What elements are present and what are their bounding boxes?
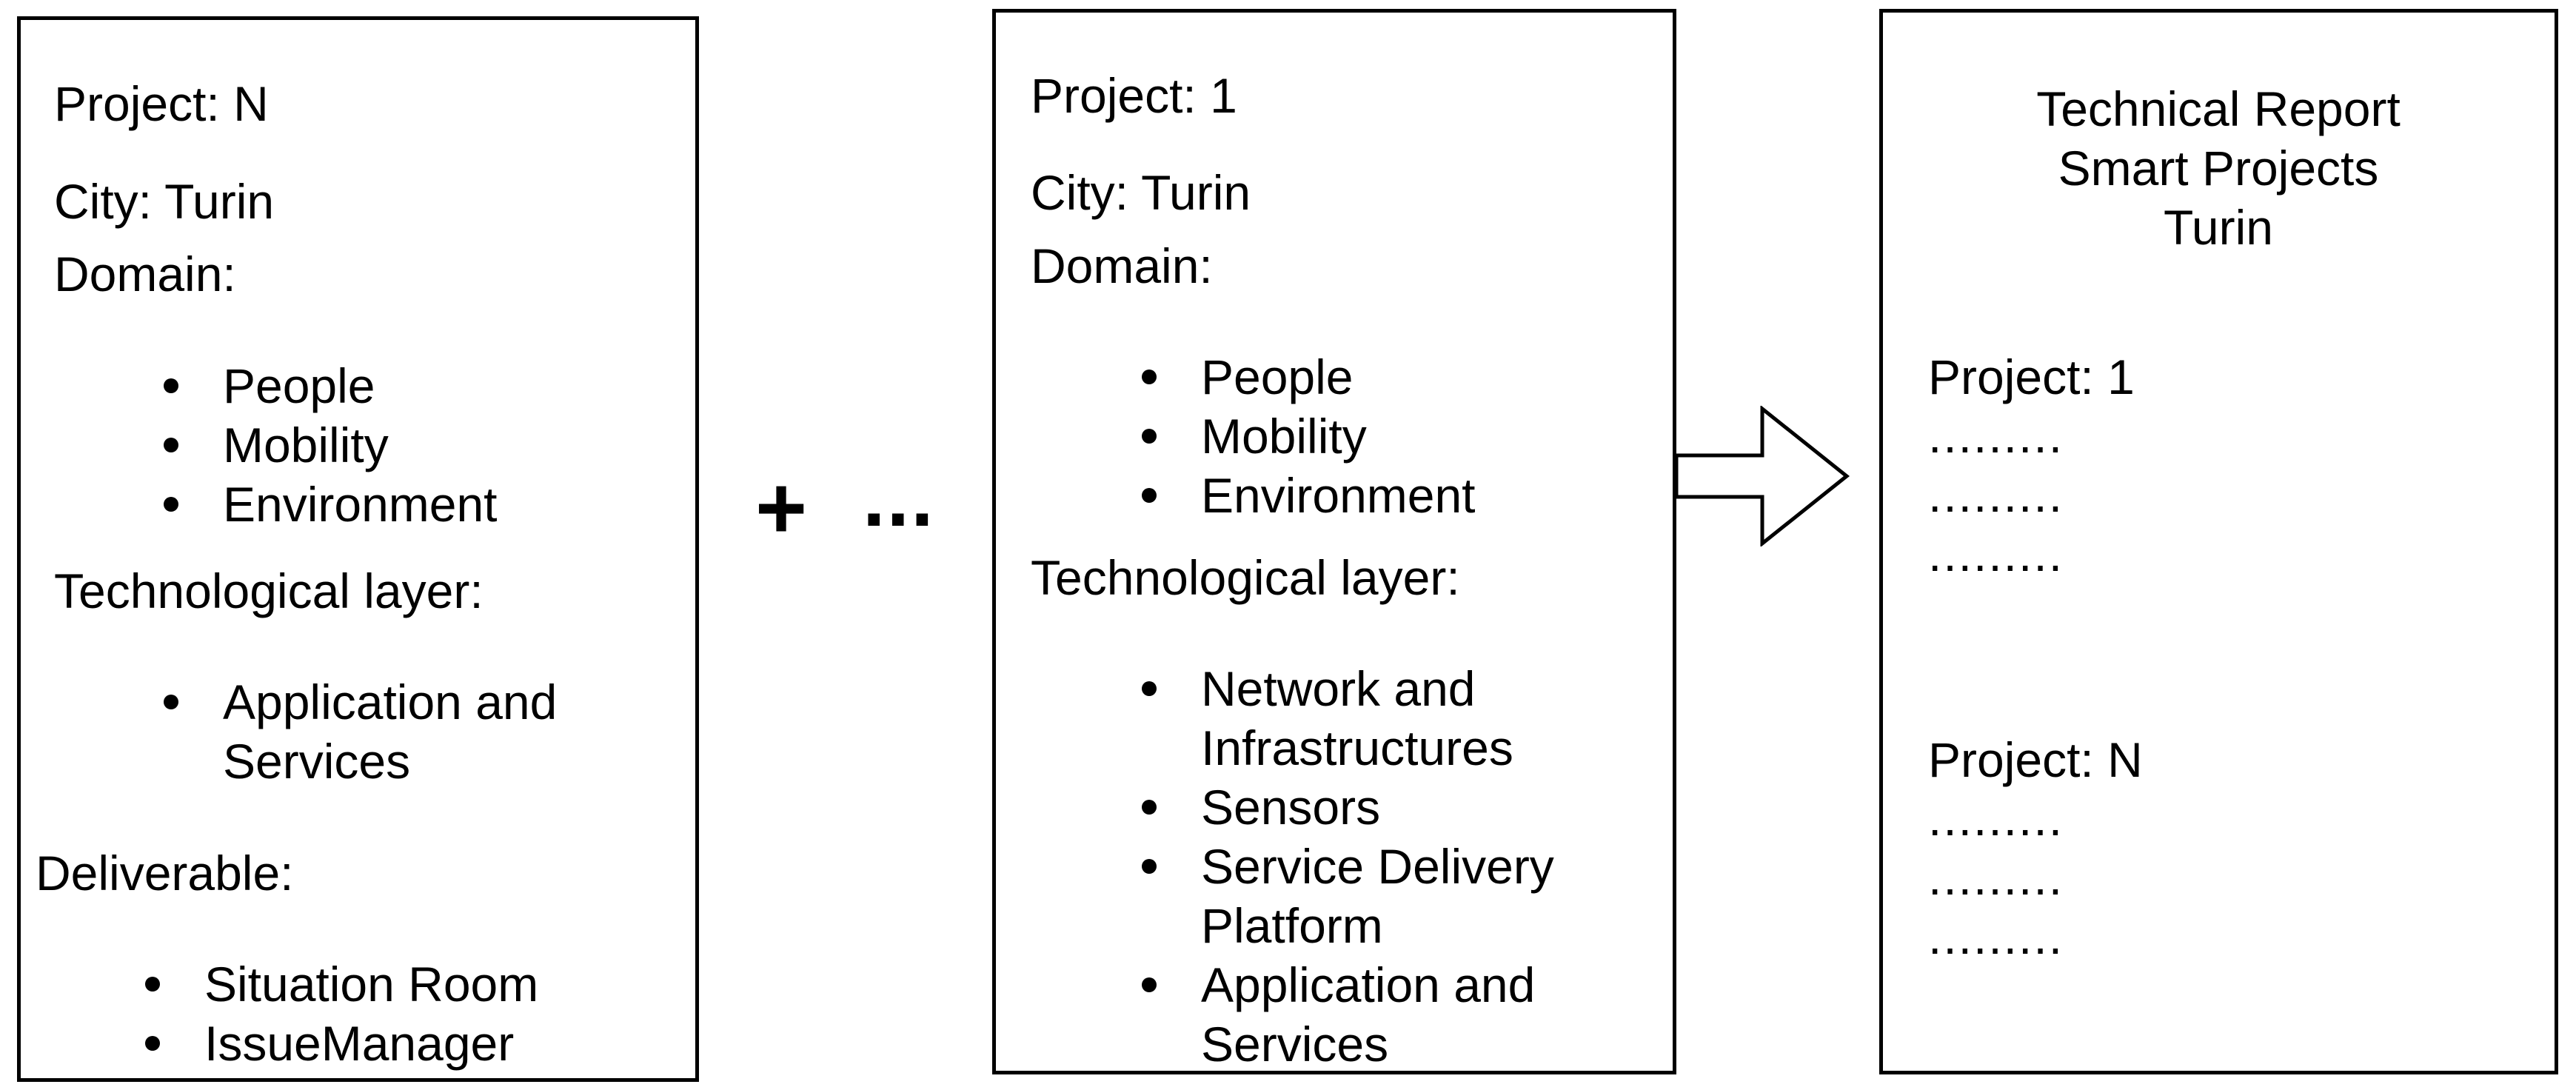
bullet <box>1142 800 1157 815</box>
bullet <box>145 977 160 992</box>
report-title-line: Smart Projects <box>2058 141 2379 195</box>
right-arrow-icon <box>1675 406 1850 546</box>
bullet <box>164 497 178 512</box>
project-n-domain-label: Domain: <box>54 247 236 301</box>
project-n-title: Project: N <box>54 76 269 131</box>
placeholder-dots: ......... <box>1928 850 2064 905</box>
placeholder-dots: ......... <box>1928 909 2064 964</box>
project-n-deliverable-label: Deliverable: <box>36 846 294 900</box>
bullet <box>164 438 178 452</box>
project-n-tech-label: Technological layer: <box>54 564 484 618</box>
bullet <box>1142 370 1157 384</box>
project-1-tech-label: Technological layer: <box>1031 550 1460 605</box>
bullet <box>1142 488 1157 503</box>
project-n-city: City: Turin <box>54 174 275 229</box>
project-1-tech-item-cont: Platform <box>1201 898 1383 953</box>
bullet <box>1142 681 1157 696</box>
project-1-tech-item-cont: Services <box>1201 1017 1389 1071</box>
placeholder-dots: ......... <box>1928 526 2064 581</box>
project-n-domain-item: Environment <box>223 477 498 532</box>
ellipsis: ... <box>863 452 935 544</box>
project-1-box <box>992 9 1676 1074</box>
bullet <box>1142 859 1157 874</box>
plus-sign: + <box>755 458 808 558</box>
technical-report-box <box>1879 9 2558 1074</box>
bullet <box>164 378 178 393</box>
project-1-tech-item-cont: Infrastructures <box>1201 720 1513 775</box>
project-n-deliverable-item: IssueManager <box>204 1016 515 1071</box>
project-n-tech-item: Application and <box>223 675 558 729</box>
project-1-city: City: Turin <box>1031 165 1251 220</box>
project-1-tech-item: Application and <box>1201 957 1536 1012</box>
project-1-title: Project: 1 <box>1031 68 1237 123</box>
report-title-line: Turin <box>2164 200 2273 255</box>
placeholder-dots: ......... <box>1928 791 2064 846</box>
placeholder-dots: ......... <box>1928 467 2064 522</box>
placeholder-dots: ......... <box>1928 408 2064 463</box>
project-1-tech-item: Network and <box>1201 661 1476 716</box>
bullet <box>1142 429 1157 444</box>
report-title-line: Technical Report <box>2036 81 2401 136</box>
project-n-domain-item: People <box>223 358 375 413</box>
project-1-domain-label: Domain: <box>1031 238 1213 293</box>
report-section-project-n: Project: N <box>1928 732 2143 787</box>
project-1-domain-item: Mobility <box>1201 409 1367 464</box>
project-n-tech-item-cont: Services <box>223 734 411 789</box>
bullet <box>1142 977 1157 992</box>
project-1-domain-item: People <box>1201 350 1354 404</box>
project-n-deliverable-item: Situation Room <box>204 957 539 1012</box>
bullet <box>145 1036 160 1051</box>
project-n-domain-item: Mobility <box>223 418 389 472</box>
project-n-box <box>17 16 699 1082</box>
report-section-project-1: Project: 1 <box>1928 350 2135 404</box>
project-1-tech-item: Sensors <box>1201 780 1381 835</box>
project-1-domain-item: Environment <box>1201 468 1476 523</box>
bullet <box>164 695 178 709</box>
project-1-tech-item: Service Delivery <box>1201 839 1554 894</box>
